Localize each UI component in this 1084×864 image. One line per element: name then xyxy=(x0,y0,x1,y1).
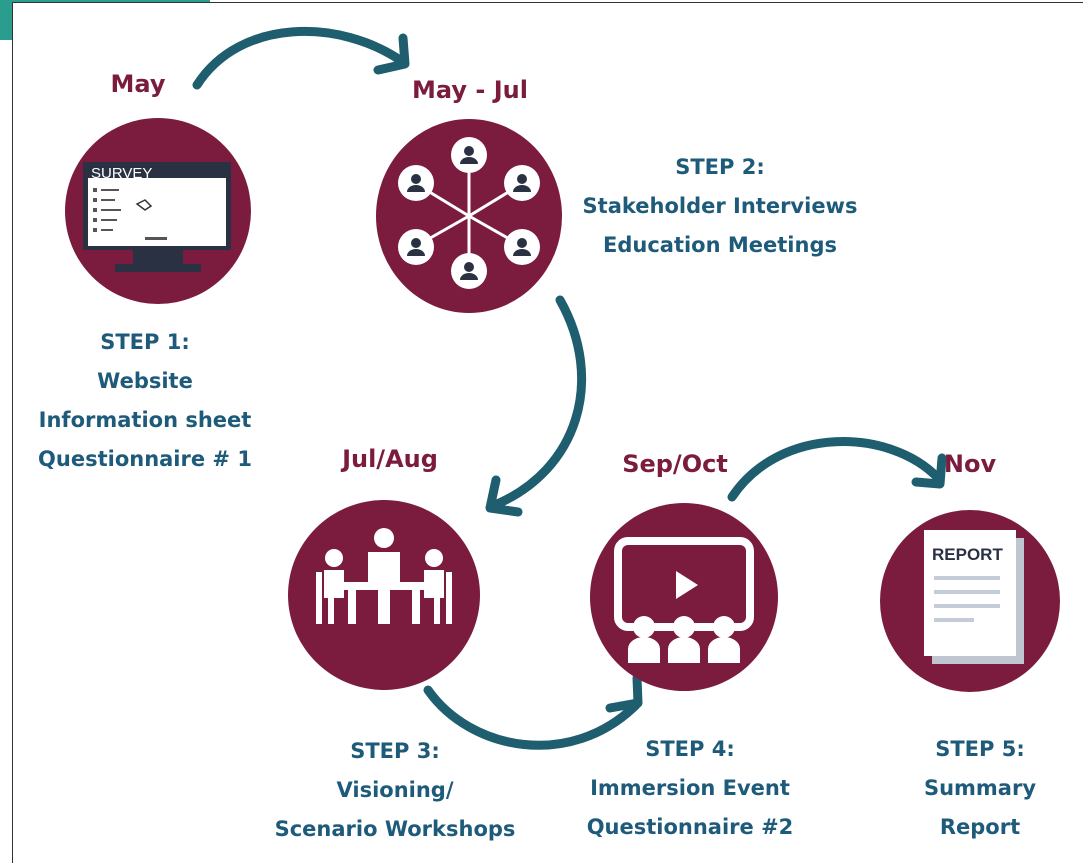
step1-line2: Information sheet xyxy=(38,408,252,432)
report-document-icon xyxy=(924,530,1024,664)
step3-text: STEP 3: Visioning/ Scenario Workshops xyxy=(270,732,520,849)
step4-circle xyxy=(590,503,778,691)
step1-text: STEP 1: Website Information sheet Questi… xyxy=(20,323,270,479)
step4-heading: STEP 4: xyxy=(645,737,735,761)
survey-monitor-icon xyxy=(83,162,231,272)
step4-line1: Immersion Event xyxy=(590,776,790,800)
arrowhead-step2 xyxy=(373,33,410,75)
survey-screen-label: SURVEY xyxy=(91,165,152,182)
step2-line2: Education Meetings xyxy=(603,233,837,257)
arrowhead-step4 xyxy=(605,673,643,713)
step3-circle xyxy=(288,500,480,690)
step2-text: STEP 2: Stakeholder Interviews Education… xyxy=(575,148,865,265)
step5-date: Nov xyxy=(943,450,997,478)
step2-line1: Stakeholder Interviews xyxy=(582,194,858,218)
svg-text:REPORT: REPORT xyxy=(932,545,1003,564)
step5-circle xyxy=(880,510,1060,692)
arrowhead-step3 xyxy=(485,475,523,517)
workshop-table-icon xyxy=(316,528,452,624)
step4-line2: Questionnaire #2 xyxy=(586,815,794,839)
arrow-step4-to-step5 xyxy=(727,437,943,502)
step1-heading: STEP 1: xyxy=(100,330,190,354)
svg-text:SURVEY: SURVEY xyxy=(91,165,152,182)
stakeholder-network-icon xyxy=(398,137,540,289)
arrow-step1-to-step2 xyxy=(192,27,408,90)
step3-line2: Scenario Workshops xyxy=(274,817,516,841)
arrow-step3-to-step4 xyxy=(423,685,641,750)
step5-heading: STEP 5: xyxy=(935,737,1025,761)
step3-line1: Visioning/ xyxy=(336,778,454,802)
step1-line3: Questionnaire # 1 xyxy=(38,447,252,471)
step1-line1: Website xyxy=(97,369,193,393)
step5-text: STEP 5: Summary Report xyxy=(890,730,1070,847)
arrow-step2-to-step3 xyxy=(490,295,586,510)
arrowhead-step5 xyxy=(911,453,947,489)
step2-date: May - Jul xyxy=(412,76,528,104)
step2-heading: STEP 2: xyxy=(675,155,765,179)
step5-line1: Summary xyxy=(923,776,1037,800)
step4-date: Sep/Oct xyxy=(622,450,728,478)
video-audience-icon xyxy=(614,537,754,663)
step4-text: STEP 4: Immersion Event Questionnaire #2 xyxy=(565,730,815,847)
report-title-label: REPORT xyxy=(932,545,1003,564)
step3-heading: STEP 3: xyxy=(350,739,440,763)
step5-line2: Report xyxy=(939,815,1021,839)
step1-date: May xyxy=(110,70,166,98)
step2-circle xyxy=(376,119,562,313)
step3-date: Jul/Aug xyxy=(342,445,438,473)
step1-circle xyxy=(65,118,251,304)
